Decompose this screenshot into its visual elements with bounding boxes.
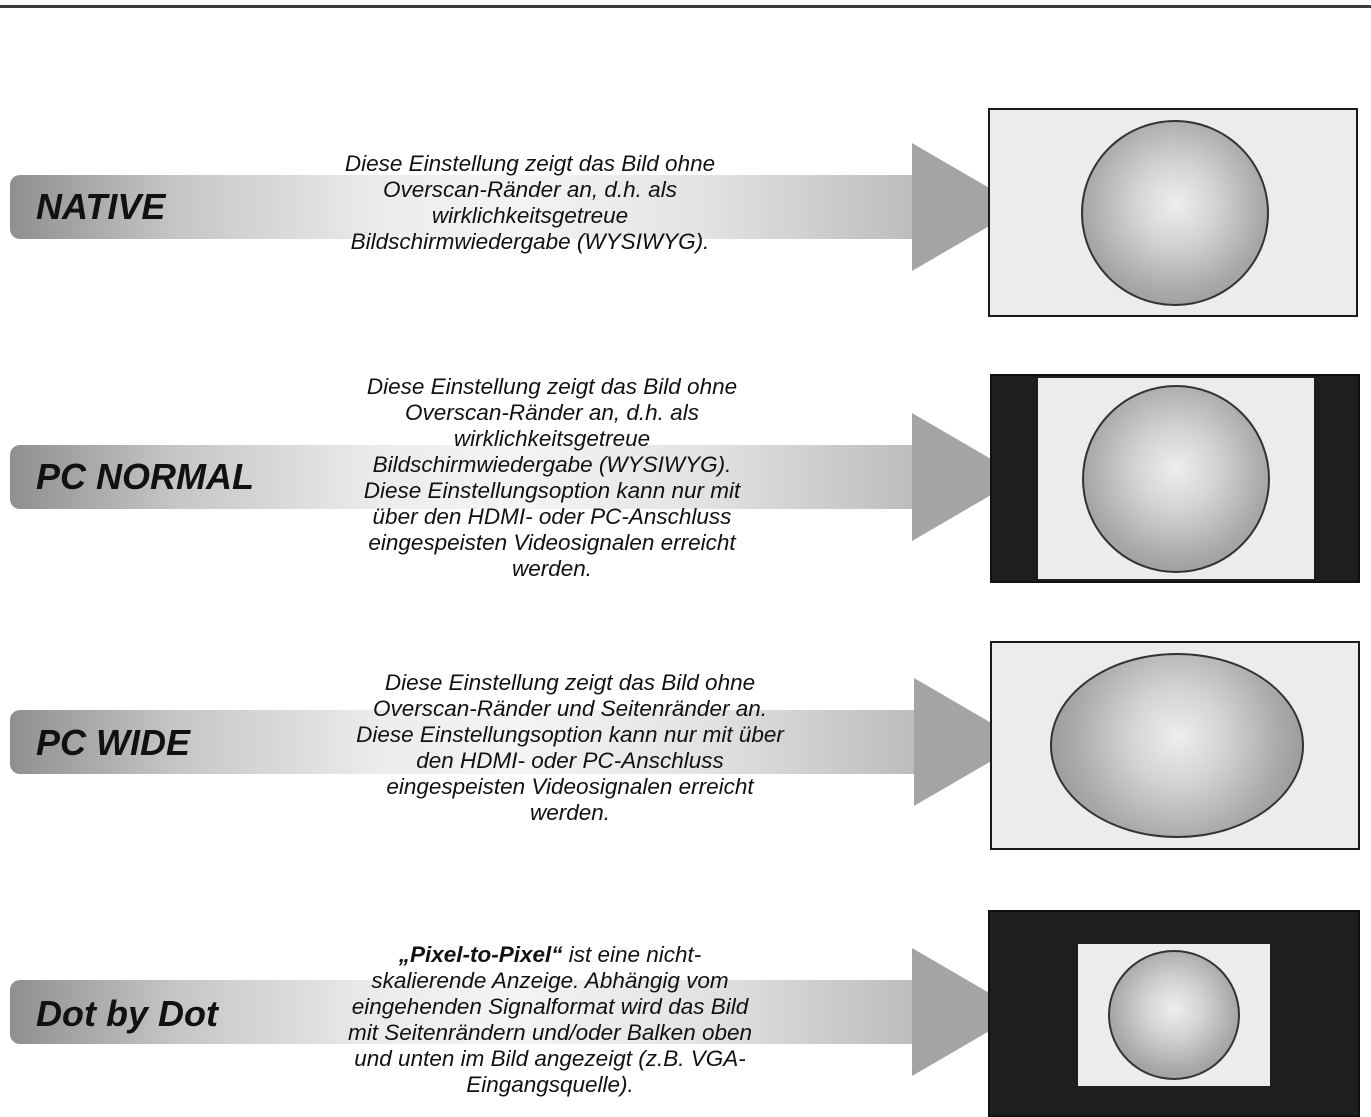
description-line: werden.: [529, 800, 611, 825]
description-line: eingehenden Signalformat wird das Bild: [351, 994, 749, 1019]
description-line: Diese Einstellung zeigt das Bild ohne: [366, 374, 738, 399]
description-line: Diese Einstellung zeigt das Bild ohne: [344, 151, 716, 176]
mode-description: „Pixel-to-Pixel“ ist eine nicht- skalier…: [300, 942, 800, 1098]
description-line: Diese Einstellungsoption kann nur mit: [363, 478, 741, 503]
mode-description: Diese Einstellung zeigt das Bild ohne Ov…: [310, 670, 830, 826]
description-line: mit Seitenrändern und/oder Balken oben: [347, 1020, 753, 1045]
description-line: Overscan-Ränder an, d.h. als: [405, 400, 699, 425]
arrow-band: [10, 710, 940, 774]
description-line: Overscan-Ränder und Seitenränder an.: [373, 696, 767, 721]
pixel-to-pixel-term: „Pixel-to-Pixel“: [398, 942, 563, 967]
arrow-band: [10, 445, 940, 509]
description-line: skalierende Anzeige. Abhängig vom: [371, 968, 729, 993]
description-line: Overscan-Ränder an, d.h. als: [383, 177, 677, 202]
picture-circle: [1108, 950, 1240, 1080]
mode-label: PC WIDE: [36, 722, 191, 763]
screen-illustration-pc-wide: [990, 641, 1360, 850]
description-text: ist eine nicht-: [562, 942, 702, 967]
screen-illustration-native: [988, 108, 1358, 317]
description-line: „Pixel-to-Pixel“ ist eine nicht-: [300, 942, 800, 968]
description-line: den HDMI- oder PC-Anschluss: [416, 748, 724, 773]
picture-area: [1038, 378, 1314, 579]
arrow-band: [10, 980, 940, 1044]
description-line: Diese Einstellungsoption kann nur mit üb…: [356, 722, 784, 747]
mode-description: Diese Einstellung zeigt das Bild ohne Ov…: [300, 151, 760, 255]
picture-circle: [1081, 120, 1269, 306]
description-line: Bildschirmwiedergabe (WYSIWYG).: [372, 452, 732, 477]
description-line: wirklichkeitsgetreue: [431, 203, 629, 228]
description-line: eingespeisten Videosignalen erreicht: [386, 774, 754, 799]
description-line: und unten im Bild angezeigt (z.B. VGA-: [354, 1046, 746, 1071]
top-rule: [0, 5, 1371, 8]
mode-label: PC NORMAL: [36, 456, 254, 497]
mode-description: Diese Einstellung zeigt das Bild ohne Ov…: [322, 374, 782, 582]
description-line: Diese Einstellung zeigt das Bild ohne: [384, 670, 756, 695]
arrow-band: [10, 175, 940, 239]
mode-label: NATIVE: [36, 186, 166, 227]
screen-illustration-pc-normal: [990, 374, 1360, 583]
description-line: eingespeisten Videosignalen erreicht: [368, 530, 736, 555]
description-line: werden.: [511, 556, 593, 581]
picture-area: [1078, 944, 1270, 1086]
description-line: über den HDMI- oder PC-Anschluss: [372, 504, 732, 529]
description-line: Eingangsquelle).: [466, 1072, 634, 1097]
picture-ellipse: [1050, 653, 1304, 838]
description-line: wirklichkeitsgetreue: [453, 426, 651, 451]
picture-circle: [1082, 385, 1270, 573]
description-line: Bildschirmwiedergabe (WYSIWYG).: [350, 229, 710, 254]
screen-illustration-dot-by-dot: [988, 910, 1360, 1117]
mode-label: Dot by Dot: [36, 993, 218, 1034]
